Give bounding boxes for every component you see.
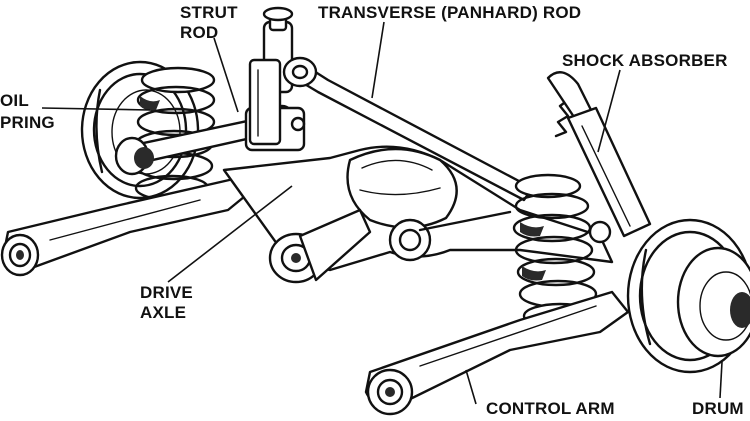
drum-label: DRUM: [692, 399, 744, 418]
strut-rod-leader: [213, 37, 239, 113]
labels: STRUT ROD TRANSVERSE (PANHARD) ROD SHOCK…: [0, 3, 744, 418]
right-brake-drum: [626, 218, 750, 374]
drive-axle-label-line1: DRIVE: [140, 283, 193, 302]
right-shock-absorber: [546, 71, 652, 244]
shock-absorber-label: SHOCK ABSORBER: [562, 51, 728, 70]
axle-housing: [222, 145, 614, 284]
coil-spring-label-line2: PRING: [0, 113, 55, 132]
coil-spring-label-line1: OIL: [0, 91, 29, 110]
leader-lines: [41, 21, 723, 405]
shock-absorber-leader: [597, 69, 621, 153]
coil-spring-leader: [41, 107, 151, 111]
transverse-rod-label: TRANSVERSE (PANHARD) ROD: [318, 3, 581, 22]
left-shock-absorber: [248, 6, 294, 146]
control-arm-leader: [465, 369, 477, 405]
drum-leader: [719, 361, 723, 399]
drive-axle-leader: [167, 185, 293, 283]
transverse-rod-leader: [371, 21, 385, 99]
transverse-rod: [282, 56, 534, 202]
drive-axle-label-line2: AXLE: [140, 303, 186, 322]
strut-rod-label-line2: ROD: [180, 23, 218, 42]
control-arm-label: CONTROL ARM: [486, 399, 615, 418]
strut-rod-label-line1: STRUT: [180, 3, 238, 22]
right-control-arm: [364, 290, 630, 416]
